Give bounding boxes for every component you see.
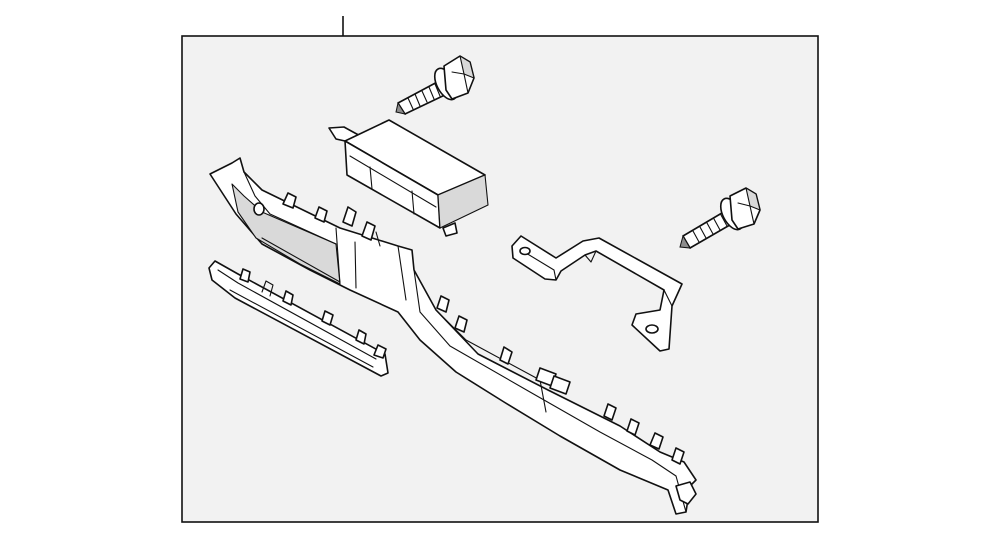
flange-bolt-upper[interactable] — [395, 55, 475, 115]
control-module[interactable] — [328, 119, 489, 237]
flange-bolt-right[interactable] — [679, 187, 761, 249]
diagram-frame — [181, 35, 819, 523]
trim-strip[interactable] — [208, 260, 389, 377]
glove-box-lower-trim-panel[interactable] — [209, 157, 697, 515]
mounting-bracket[interactable] — [511, 235, 683, 352]
